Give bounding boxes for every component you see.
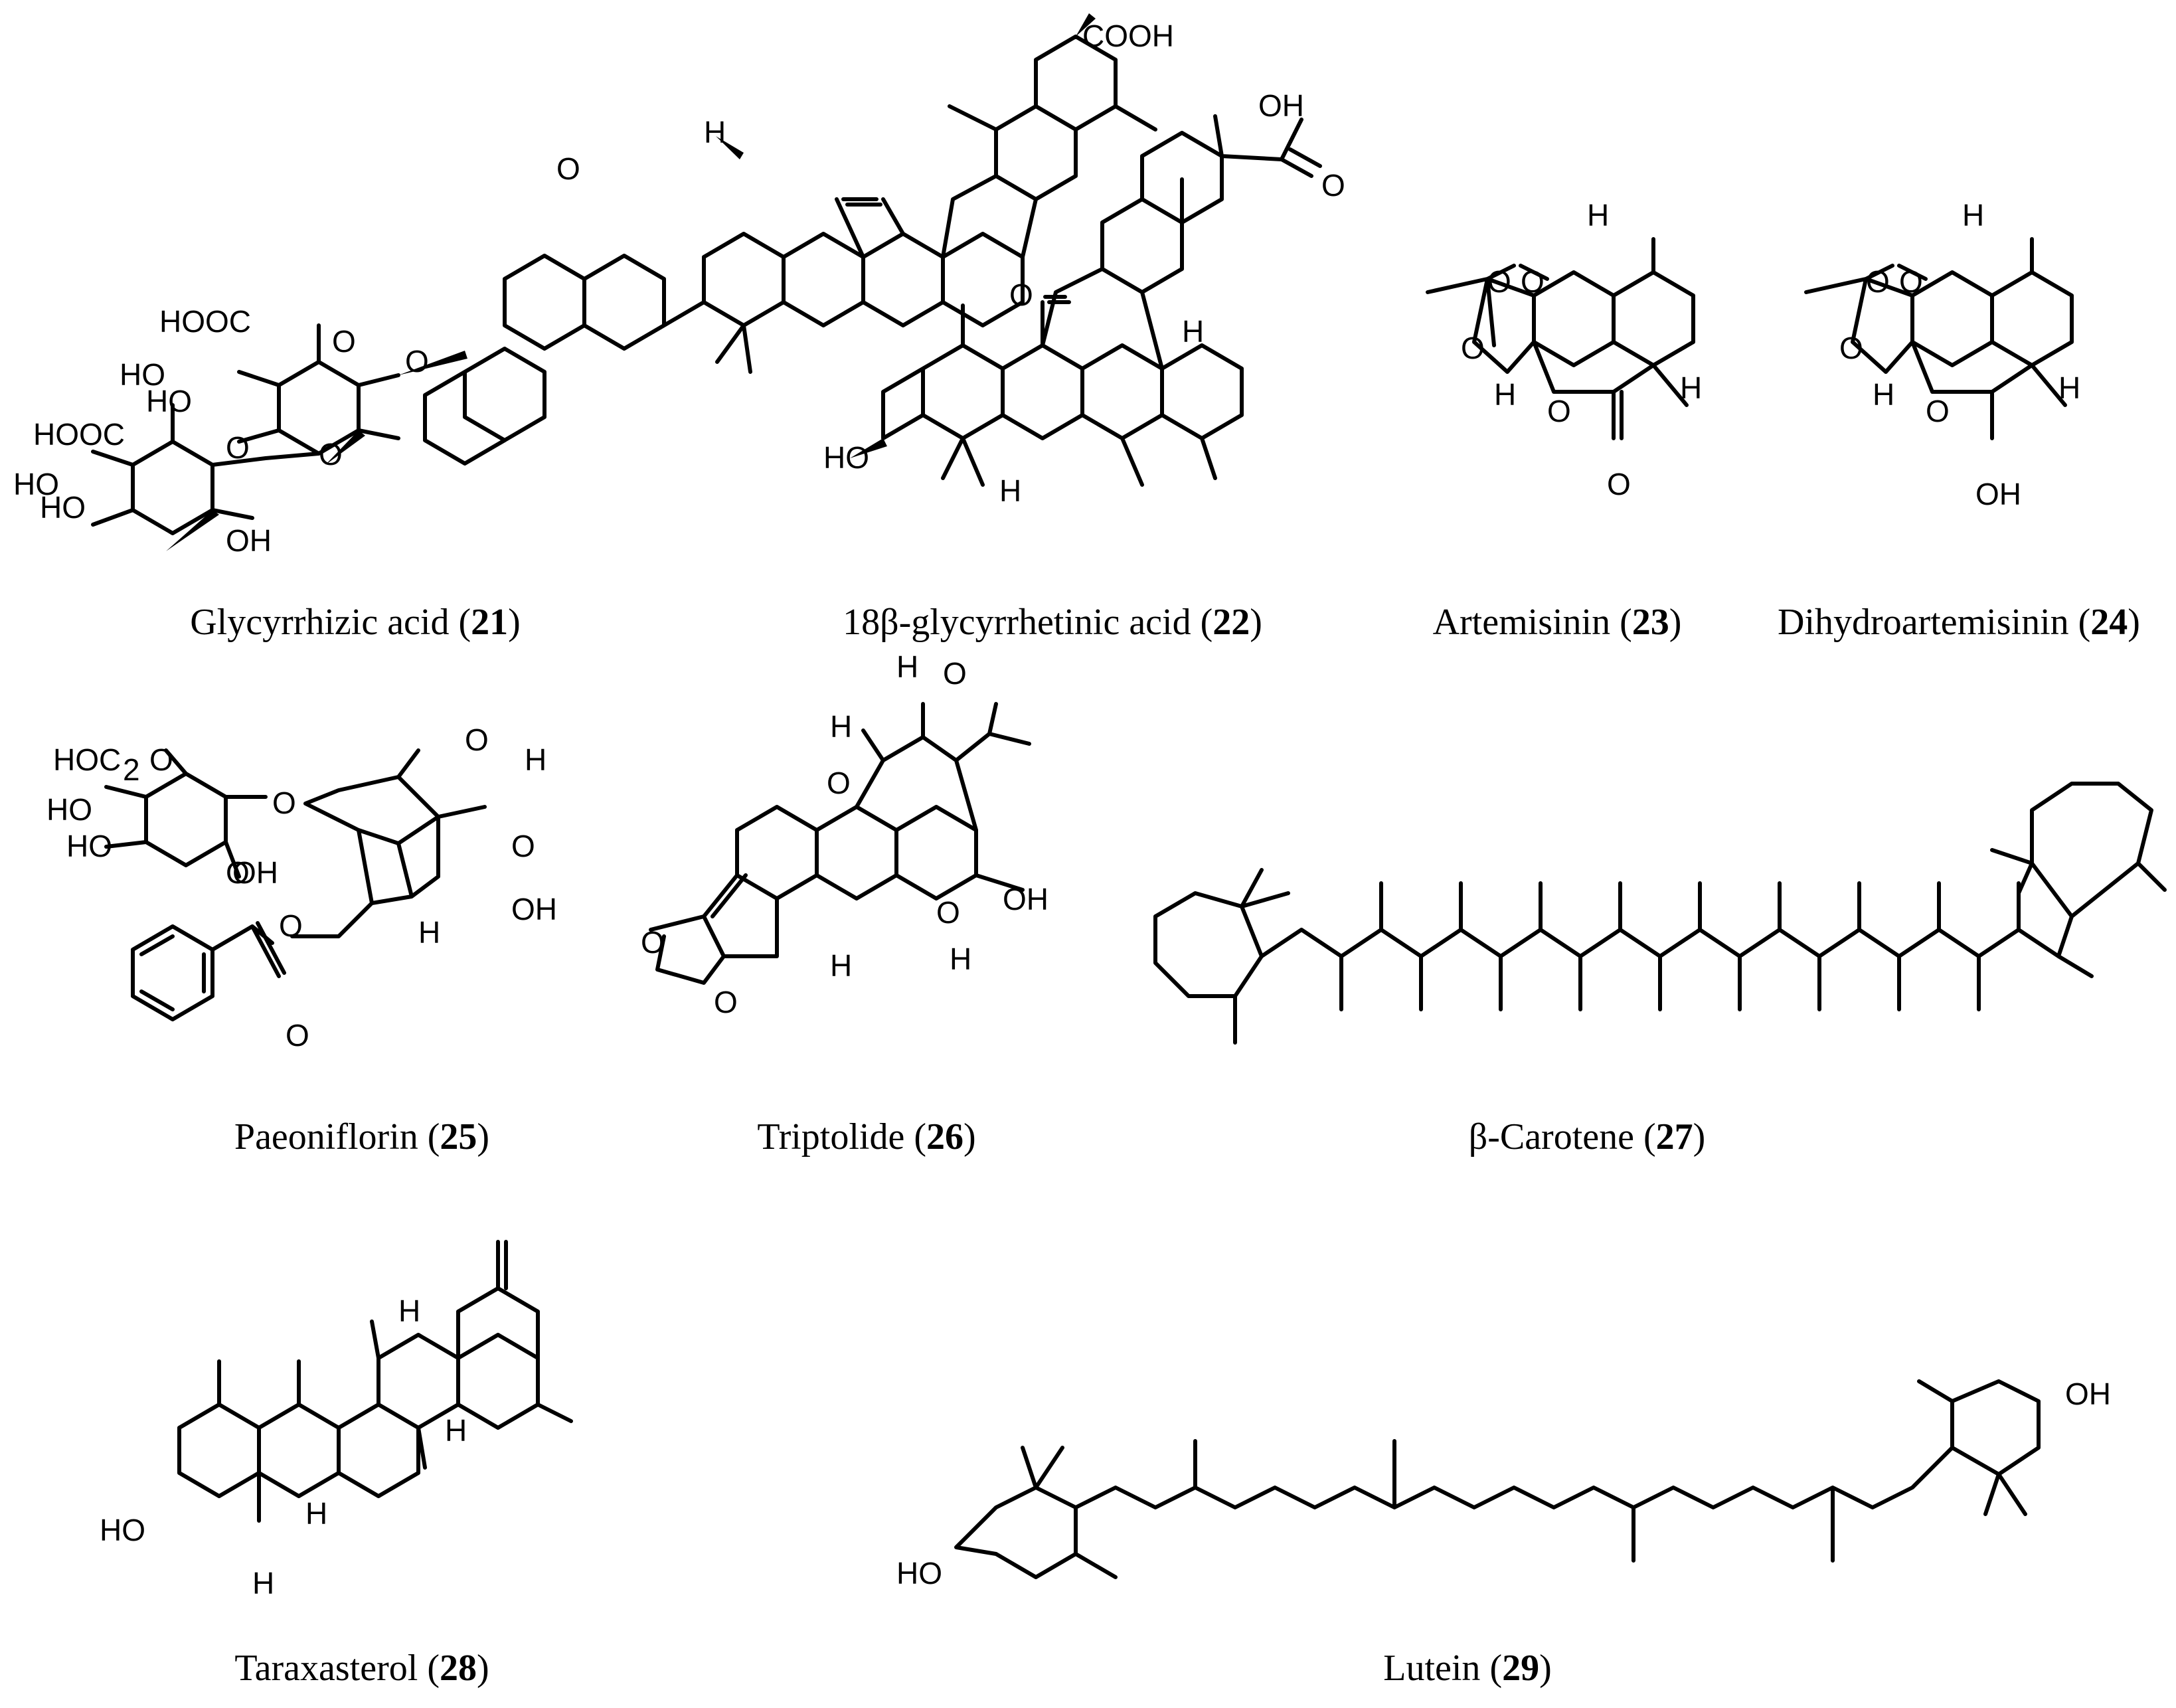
atom-label: H	[525, 742, 546, 777]
atom-label: O	[272, 786, 296, 820]
atom-label: HO	[896, 1556, 942, 1590]
atom-label: 2	[123, 752, 140, 787]
atom-label: H	[950, 942, 971, 976]
atom-label: HOOC	[159, 304, 251, 339]
caption-dihydroartemisinin: Dihydroartemisinin (24)	[1778, 602, 2140, 643]
structure-beta-carotene	[1153, 782, 2167, 1045]
atom-label: O	[1547, 394, 1571, 428]
atom-label: HOC	[53, 742, 121, 777]
atom-label: OH	[232, 855, 278, 890]
atom-label: O	[641, 925, 665, 960]
atom-label: H	[704, 115, 726, 149]
atom-label: O	[149, 742, 173, 777]
atom-label: COOH	[1082, 19, 1174, 53]
atom-label: H	[305, 1496, 327, 1531]
atom-label: HO	[120, 357, 165, 392]
atom-label: O	[1321, 168, 1345, 203]
atom-label: O	[286, 1018, 309, 1053]
atom-label: O	[405, 344, 429, 379]
caption-taraxasterol: Taraxasterol (28)	[234, 1648, 489, 1689]
atom-label: O	[511, 829, 535, 863]
structure-artemisinin: O O O H H O H O	[1426, 198, 1702, 501]
atom-label: O	[1461, 331, 1485, 365]
atom-label: O	[332, 324, 356, 359]
atom-label: O	[1521, 264, 1545, 299]
atom-label: H	[1182, 314, 1204, 349]
atom-label: H	[830, 709, 852, 744]
caption-lutein: Lutein (29)	[1383, 1648, 1552, 1689]
atom-label: H	[1680, 371, 1702, 405]
atom-label: O	[1899, 264, 1923, 299]
atom-label: H	[1962, 198, 1984, 232]
structure-lutein: HO OH	[896, 1377, 2111, 1590]
atom-label: OH	[1975, 477, 2021, 511]
atom-label: O	[1607, 467, 1631, 501]
atom-label: HO	[100, 1513, 145, 1547]
atom-label: HO	[146, 384, 192, 418]
atom-label: OH	[511, 892, 557, 926]
atom-label: H	[418, 915, 440, 950]
atom-label: HO	[66, 829, 112, 863]
atom-label: O	[226, 430, 250, 465]
caption-glycyrrhetinic-acid: 18β-glycyrrhetinic acid (22)	[843, 602, 1262, 643]
atom-label: HO	[40, 490, 86, 525]
structure-glycyrrhizic-acid: COOH O H HOOC HO HO O O O HOOC HO HO O O…	[13, 13, 1174, 558]
atom-label: O	[279, 908, 303, 943]
atom-label: H	[445, 1413, 467, 1448]
atom-label: H	[1494, 377, 1516, 412]
structure-triptolide: H O H O OH O H H O O	[641, 649, 1048, 1019]
caption-glycyrrhizic-acid: Glycyrrhizic acid (21)	[190, 602, 521, 643]
atom-label: O	[714, 985, 738, 1019]
atom-label: O	[319, 437, 343, 471]
atom-label: H	[896, 649, 918, 684]
atom-label: O	[1839, 331, 1863, 365]
atom-label: H	[999, 473, 1021, 508]
atom-label: H	[2058, 371, 2080, 405]
atom-label: H	[252, 1566, 274, 1600]
atom-label: OH	[1003, 882, 1048, 916]
atom-label: OH	[1258, 88, 1304, 123]
atom-label: O	[1926, 394, 1950, 428]
atom-label: HO	[823, 440, 869, 475]
atom-label: HO	[13, 467, 59, 501]
atom-label: OH	[226, 523, 272, 558]
atom-label: O	[465, 723, 489, 757]
structure-taraxasterol: HO H H H H	[100, 1240, 573, 1600]
caption-beta-carotene: β-Carotene (27)	[1468, 1116, 1706, 1157]
atom-label: O	[827, 766, 851, 800]
atom-label: O	[1866, 264, 1890, 299]
atom-label: H	[398, 1294, 420, 1328]
atom-label: O	[943, 656, 967, 691]
atom-label: O	[556, 151, 580, 186]
atom-label: O	[936, 895, 960, 930]
caption-artemisinin: Artemisinin (23)	[1432, 602, 1682, 643]
atom-label: HOOC	[33, 417, 125, 452]
structure-paeoniflorin: HOC 2 O HO HO O OH O O H O OH H O O	[46, 723, 557, 1053]
atom-label: O	[1487, 264, 1511, 299]
atom-label: H	[1873, 377, 1894, 412]
atom-label: H	[1587, 198, 1609, 232]
atom-label: O	[226, 855, 250, 890]
atom-label: O	[1009, 278, 1033, 312]
caption-paeoniflorin: Paeoniflorin (25)	[234, 1116, 490, 1157]
caption-triptolide: Triptolide (26)	[757, 1116, 976, 1157]
atom-label: H	[830, 948, 852, 983]
atom-label: OH	[2065, 1377, 2111, 1411]
structure-dihydroartemisinin: O O O H H O H OH	[1804, 198, 2080, 511]
atom-label: HO	[46, 792, 92, 827]
structure-glycyrrhetinic-acid: OH O O H HO H	[823, 88, 1345, 508]
